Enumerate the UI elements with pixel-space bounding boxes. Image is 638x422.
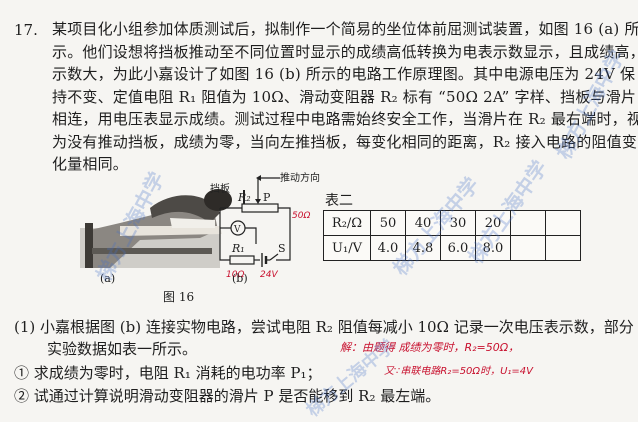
subquestion-1-line1: (1) 小嘉根据图 (b) 连接实物电路，尝试电阻 R₂ 阻值每减小 10Ω 记… xyxy=(14,318,634,336)
table-cell xyxy=(545,210,581,236)
question-line: 示。他们设想将挡板推动至不同位置时显示的成绩高低转换为电表示数显示，且成绩高， xyxy=(52,42,638,61)
table-cell: 50 xyxy=(370,210,406,236)
switch-label: S xyxy=(278,242,286,255)
push-arrow-head xyxy=(256,175,261,181)
p-label: P xyxy=(263,191,271,204)
data-table: R₂/Ω 50 40 30 20 U₁/V 4.0 4.8 6.0 8.0 xyxy=(323,210,581,261)
figure-a-label: (a) xyxy=(100,272,116,285)
person-illustration xyxy=(80,189,232,268)
table-cell xyxy=(510,210,546,236)
question-line: 相连，用电压表显示成绩。测试过程中电路需始终安全工作，当滑片在 R₂ 最右端时，… xyxy=(52,110,638,128)
table-cell: 6.0 xyxy=(440,235,476,261)
slider-arrowhead xyxy=(255,199,261,204)
question-line: 持不变、定值电阻 R₁ 阻值为 10Ω、滑动变阻器 R₂ 标有 “50Ω 2A”… xyxy=(52,87,638,106)
table-cell: 20 xyxy=(475,210,511,236)
figure-16: 推动方向 挡板 R₂ P V R₁ S 50Ω 10Ω 24V xyxy=(80,171,320,280)
question-line: 为没有推动挡板，成绩为零，当向左推挡板，每变化相同的距离，R₂ 接入电路的阻值变 xyxy=(52,132,638,151)
table-cell xyxy=(510,235,546,261)
figure-caption: 图 16 xyxy=(163,290,195,304)
subquestion-1-part1: ① 求成绩为零时，电阻 R₁ 消耗的电功率 P₁； xyxy=(14,364,322,382)
figure-b-label: (b) xyxy=(232,272,248,285)
r1-label: R₁ xyxy=(231,242,245,255)
question-number: 17. xyxy=(14,21,38,39)
table-header-u1: U₁/V xyxy=(323,235,371,261)
push-direction-label: 推动方向 xyxy=(280,171,320,184)
circuit-diagram xyxy=(219,175,291,267)
resistor-r2 xyxy=(241,203,279,213)
table-header-r2: R₂/Ω xyxy=(323,210,371,236)
table-cell: 40 xyxy=(405,210,441,236)
table-cell: 30 xyxy=(440,210,476,236)
subquestion-1-line2: 实验数据如表一所示。 xyxy=(47,340,198,358)
table-cell: 8.0 xyxy=(475,235,511,261)
table-cell: 4.0 xyxy=(370,235,406,261)
handwritten-source-value: 24V xyxy=(260,270,278,280)
exam-page: 17. 某项目化小组参加体质测试后，拟制作一个简易的坐位体前屈测试装置，如图 1… xyxy=(14,18,638,421)
table-cell: 4.8 xyxy=(405,235,441,261)
question-line: 某项目化小组参加体质测试后，拟制作一个简易的坐位体前屈测试装置，如图 16 (a… xyxy=(52,20,638,38)
table-title: 表二 xyxy=(325,193,353,209)
baffle-label: 挡板 xyxy=(210,182,230,195)
voltmeter-label: V xyxy=(233,225,241,235)
subquestion-1-part2: ② 试通过计算说明滑动变阻器的滑片 P 是否能移到 R₂ 最左端。 xyxy=(14,387,441,405)
switch-s xyxy=(269,253,279,261)
question-line: 化量相同。 xyxy=(52,155,129,173)
table-row-r2: R₂/Ω 50 40 30 20 xyxy=(323,210,581,236)
wire-left-bottom xyxy=(219,208,230,261)
handwritten-note-2: 又∵串联电路R₂=50Ω时，U₁=4V xyxy=(384,366,533,377)
voltmeter-wire-right xyxy=(245,227,257,244)
handwritten-r1-value: 10Ω xyxy=(226,270,244,280)
handwritten-r2-value: 50Ω xyxy=(292,211,310,221)
question-line: 示数大，为此小嘉设计了如图 16 (b) 所示的电路工作原理图。其中电源电压为 … xyxy=(52,65,636,83)
handwritten-note-1: 解：由题得 成绩为零时，R₂=50Ω， xyxy=(340,341,520,354)
table-cell xyxy=(545,235,581,261)
r2-label: R₂ xyxy=(237,191,251,204)
resistor-r1 xyxy=(229,255,255,265)
question-text: 某项目化小组参加体质测试后，拟制作一个简易的坐位体前屈测试装置，如图 16 (a… xyxy=(52,18,638,176)
table-row-u1: U₁/V 4.0 4.8 6.0 8.0 xyxy=(323,235,581,261)
wire-right xyxy=(276,207,291,261)
